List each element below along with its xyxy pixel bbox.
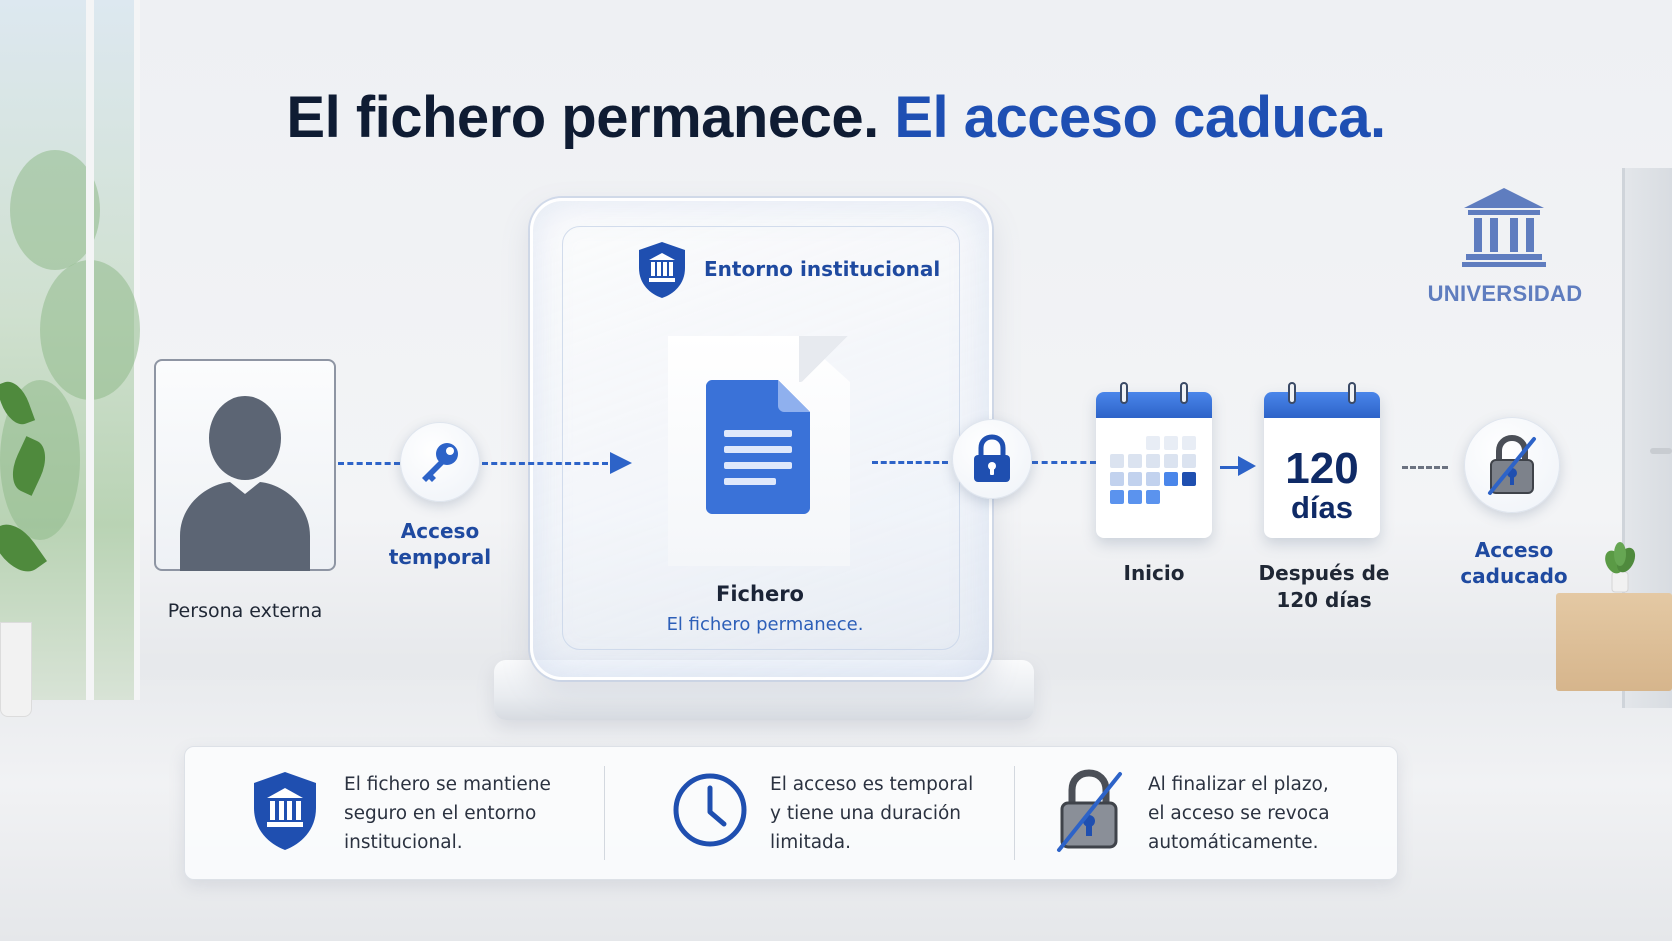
info-text-line: el acceso se revoca [1148,803,1330,824]
file-card-fold [799,336,850,382]
shield-institution-icon [254,772,316,850]
shield-institution-icon [639,242,685,298]
lock-icon [974,434,1010,482]
dashed-connector [338,462,400,465]
arrow-head [1238,456,1256,476]
expired-label-line2: caducado [1460,564,1568,588]
window-frame [86,0,94,700]
arrow-head [610,452,632,474]
access-badge [400,422,480,502]
key-icon [422,443,458,482]
expired-badge [1464,417,1560,513]
info-text-line: limitada. [770,832,851,853]
cabinet-background [1556,593,1672,691]
title-part-two: El acceso caduca. [894,85,1386,150]
info-text-security: El fichero se mantiene seguro en el ento… [344,770,604,857]
lock-crossed-icon [1488,434,1536,495]
days-unit: días [1290,490,1354,525]
tree-foliage [10,150,100,270]
after-label: Después de 120 días [1244,560,1404,614]
panel-divider [1014,766,1015,860]
calendar-day [1128,454,1142,468]
calendar-day [1164,454,1178,468]
calendar-ring [1348,382,1356,404]
access-label: Acceso temporal [370,518,510,570]
door-handle [1650,448,1672,454]
calendar-day [1182,454,1196,468]
calendar-day [1146,454,1160,468]
access-label-line2: temporal [388,545,492,569]
info-text-line: Al finalizar el plazo, [1148,774,1329,795]
calendar-icon [1110,436,1200,504]
after-calendar: 120 días [1264,382,1380,538]
info-panel [184,746,1398,880]
calendar-day [1128,490,1142,504]
info-text-line: seguro en el entorno [344,803,537,824]
after-label-line1: Después de [1258,561,1390,585]
calendar-day [1146,490,1160,504]
info-text-revoke: Al finalizar el plazo, el acceso se revo… [1148,770,1408,857]
clock-icon [673,773,747,847]
file-label: Fichero [716,582,804,606]
panel-divider [604,766,605,860]
calendar-day [1146,472,1160,486]
arrow-line [1220,466,1250,469]
access-label-line1: Acceso [400,519,480,543]
document-icon [706,380,810,514]
calendar-day [1182,472,1196,486]
person-label: Persona externa [167,600,323,622]
info-text-line: El fichero se mantiene [344,774,551,795]
expired-label-line1: Acceso [1474,538,1554,562]
calendar-ring [1120,382,1128,404]
calendar-day [1110,472,1124,486]
start-calendar [1096,382,1212,538]
calendar-header [1096,392,1212,418]
days-number: 120 [1285,444,1359,493]
expired-label: Acceso caducado [1444,537,1584,589]
info-text-line: automáticamente. [1148,832,1319,853]
university-building-icon [1462,188,1546,267]
dashed-connector [872,461,948,464]
calendar-day [1110,490,1124,504]
university-label: UNIVERSIDAD [1427,281,1583,306]
title-part-one: El fichero permanece. [286,85,879,150]
dashed-connector [1402,466,1448,469]
calendar-day [1128,472,1142,486]
info-text-line: institucional. [344,832,463,853]
calendar-day [1164,472,1178,486]
page-title: El fichero permanece. El acceso caduca. [0,84,1672,151]
calendar-day [1146,436,1160,450]
calendar-day [1110,454,1124,468]
calendar-ring [1180,382,1188,404]
dashed-connector [1032,461,1096,464]
lock-crossed-icon [1057,769,1122,852]
file-sublabel: El fichero permanece. [666,614,864,635]
start-label: Inicio [1123,561,1185,585]
dashed-connector [482,462,608,465]
info-text-temporal: El acceso es temporal y tiene una duraci… [770,770,1030,857]
user-silhouette-icon [180,396,310,571]
calendar-day [1182,436,1196,450]
after-label-line2: 120 días [1276,588,1372,612]
environment-label: Entorno institucional [704,257,941,281]
small-plant-icon [1605,542,1636,593]
lock-badge [952,419,1032,499]
calendar-header [1264,392,1380,418]
calendar-ring [1288,382,1296,404]
calendar-day [1164,436,1178,450]
info-text-line: El acceso es temporal [770,774,974,795]
info-text-line: y tiene una duración [770,803,962,824]
plant-pot [0,622,32,717]
